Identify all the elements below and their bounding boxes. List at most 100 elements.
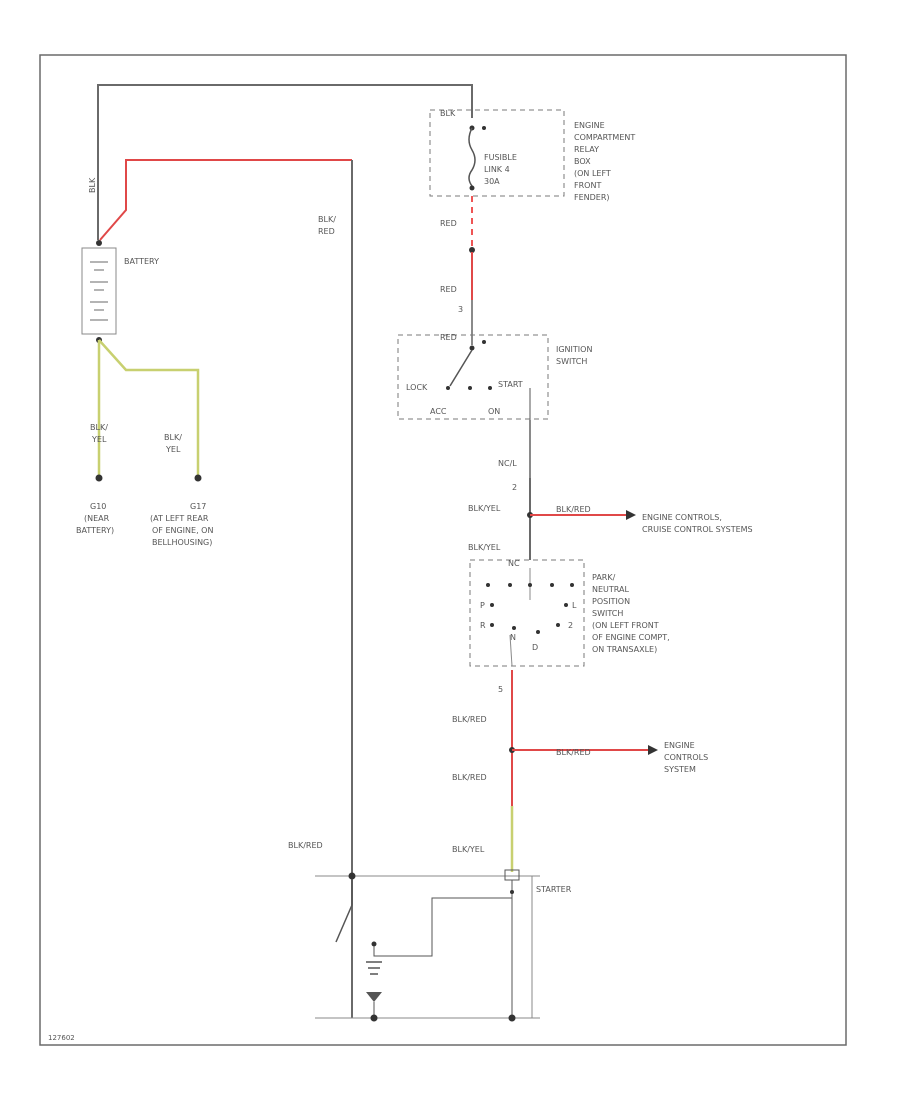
motor-arrow	[366, 992, 382, 1002]
starter-main-dot	[348, 872, 356, 880]
label-blk-red-ecs: BLK/RED	[556, 748, 591, 757]
ign-acc-dot	[468, 386, 472, 390]
label-blk-fuse: BLK	[440, 109, 456, 118]
label-blk-red-1: BLK/RED	[452, 715, 487, 724]
ign-on-dot	[488, 386, 492, 390]
battery-positive-dot	[96, 240, 102, 246]
label-blk-top: BLK	[88, 177, 97, 193]
label-blk-yel-3: BLK/YEL	[468, 504, 501, 513]
label-g17-2: (AT LEFT REAR	[150, 514, 209, 523]
label-pin-3: 3	[458, 305, 463, 314]
pnp-dot-5	[570, 583, 574, 587]
motor-symbol	[366, 961, 382, 975]
pnp-dot-r	[490, 623, 494, 627]
ground-g10-dot	[95, 474, 103, 482]
label-pin-5: 5	[498, 685, 503, 694]
label-battery: BATTERY	[124, 257, 159, 266]
label-blk-red-2: BLK/RED	[452, 773, 487, 782]
label-blk-yel-1b: YEL	[91, 435, 107, 444]
diagram-border	[39, 54, 847, 1046]
label-ecs-2: CONTROLS	[664, 753, 708, 762]
label-engine-controls-cruise-2: CRUISE CONTROL SYSTEMS	[642, 525, 753, 534]
label-fusible-2: LINK 4	[484, 165, 510, 174]
ign-top-dot-2	[482, 340, 486, 344]
label-red-2: RED	[440, 285, 457, 294]
label-red-3: RED	[440, 333, 457, 342]
label-engine-controls-cruise-1: ENGINE CONTROLS,	[642, 513, 722, 522]
pnp-dot-p	[490, 603, 494, 607]
label-starter: STARTER	[536, 885, 572, 894]
ign-lock-dot	[446, 386, 450, 390]
label-blk-red-left-2: RED	[318, 227, 335, 236]
relay-box-outline	[429, 109, 565, 197]
pnp-dot-1	[486, 583, 490, 587]
label-pnp-d: D	[532, 643, 538, 652]
label-pnp-3: POSITION	[592, 597, 630, 606]
ignition-switch-outline	[397, 334, 549, 420]
pnp-dot-3	[528, 583, 532, 587]
label-pnp-7: ON TRANSAXLE)	[592, 645, 657, 654]
label-blk-yel-2a: BLK/	[164, 433, 182, 442]
label-relay-5: (ON LEFT	[574, 169, 611, 178]
solenoid-wire	[373, 897, 512, 957]
label-blk-red-ec: BLK/RED	[556, 505, 591, 514]
label-blk-red-left-1: BLK/	[318, 215, 336, 224]
ground-g17-dot	[194, 474, 202, 482]
label-acc: ACC	[430, 407, 447, 416]
label-relay-7: FENDER)	[574, 193, 610, 202]
wire-red-battery	[99, 159, 352, 241]
label-relay-3: RELAY	[574, 145, 599, 154]
pnp-switch-outline	[469, 559, 585, 667]
label-blk-yel-1a: BLK/	[90, 423, 108, 432]
label-ncl: NC/L	[498, 459, 517, 468]
label-relay-4: BOX	[574, 157, 591, 166]
starter-switch-blade	[335, 904, 353, 943]
label-blk-yel-4: BLK/YEL	[468, 543, 501, 552]
ign-switch-blade	[449, 349, 473, 387]
label-blk-red-3: BLK/RED	[288, 841, 323, 850]
label-pnp-2: 2	[568, 621, 573, 630]
label-pnp-1: PARK/	[592, 573, 616, 582]
solenoid-dot	[510, 890, 514, 894]
label-g17-1: G17	[190, 502, 206, 511]
fuse-top-dot-2	[482, 126, 486, 130]
label-g10-2: (NEAR	[84, 514, 110, 523]
figure-id: 127602	[48, 1034, 75, 1042]
label-lock: LOCK	[406, 383, 428, 392]
connector-dot-red	[469, 247, 475, 253]
label-pnp-n: N	[510, 633, 516, 642]
label-relay-6: FRONT	[574, 181, 601, 190]
arrow-ecs	[648, 745, 658, 755]
pnp-dot-l	[564, 603, 568, 607]
label-ecs-1: ENGINE	[664, 741, 695, 750]
label-pnp-4: SWITCH	[592, 609, 623, 618]
ign-top-dot	[469, 345, 475, 351]
wire-yel-g17	[98, 339, 200, 478]
label-ign-switch-2: SWITCH	[556, 357, 587, 366]
pnp-dot-4	[550, 583, 554, 587]
label-relay-1: ENGINE	[574, 121, 605, 130]
label-relay-2: COMPARTMENT	[574, 133, 635, 142]
pnp-dot-d	[536, 630, 540, 634]
label-fusible-1: FUSIBLE	[484, 153, 517, 162]
starter-ground-dot-1	[370, 1014, 378, 1022]
label-pin-2: 2	[512, 483, 517, 492]
label-pnp-l: L	[572, 601, 577, 610]
label-pnp-2line: NEUTRAL	[592, 585, 629, 594]
label-g10-3: BATTERY)	[76, 526, 114, 535]
pnp-dot-2b	[556, 623, 560, 627]
label-g17-4: BELLHOUSING)	[152, 538, 212, 547]
fusible-link-symbol	[468, 127, 476, 187]
pnp-dot-n	[512, 626, 516, 630]
wire-blk-top	[97, 84, 473, 240]
label-pnp-5: (ON LEFT FRONT	[592, 621, 659, 630]
label-start: START	[498, 380, 523, 389]
starter-ground-dot-2	[508, 1014, 516, 1022]
label-fusible-3: 30A	[484, 177, 500, 186]
label-blk-yel-2b: YEL	[165, 445, 181, 454]
label-red-1: RED	[440, 219, 457, 228]
battery-symbol	[81, 247, 117, 335]
fuse-bottom-dot	[469, 185, 475, 191]
label-ecs-3: SYSTEM	[664, 765, 696, 774]
label-ign-switch-1: IGNITION	[556, 345, 592, 354]
